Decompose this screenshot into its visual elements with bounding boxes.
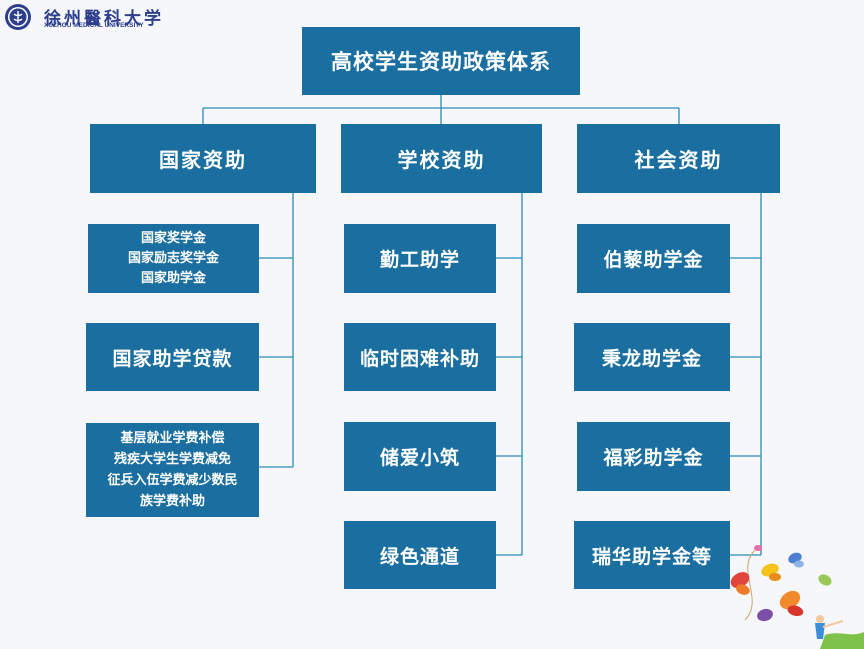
category-social: 社会资助 — [577, 124, 780, 193]
national-loan: 国家助学贷款 — [86, 323, 259, 391]
national-item-line: 残疾大学生学费减免 — [113, 452, 231, 467]
butterfly-decoration-icon — [730, 545, 864, 649]
national-item-line: 征兵入伍学费减少数民 — [107, 473, 238, 488]
university-emblem-icon — [5, 4, 31, 30]
national-item-line: 基层就业学费补偿 — [120, 431, 225, 446]
national-item-line: 国家助学金 — [140, 270, 206, 286]
school-item-temporary-aid: 临时困难补助 — [344, 323, 496, 391]
school-item-green-channel: 绿色通道 — [344, 521, 496, 589]
social-item-ruihua: 瑞华助学金等 — [574, 521, 730, 589]
social-item-binglong: 秉龙助学金 — [574, 323, 730, 391]
national-item-line: 国家奖学金 — [140, 230, 206, 246]
university-logo: 徐州醫科大学 XUZHOU MEDICAL UNIVERSITY — [4, 3, 184, 31]
school-item-work-study: 勤工助学 — [344, 224, 496, 293]
category-national: 国家资助 — [90, 124, 316, 193]
category-school: 学校资助 — [341, 124, 542, 193]
social-item-boli: 伯藜助学金 — [577, 224, 730, 293]
social-item-fucai: 福彩助学金 — [577, 422, 730, 491]
national-item-line: 族学费补助 — [139, 494, 205, 509]
national-item-line: 国家励志奖学金 — [127, 250, 219, 266]
national-fee-compensation: 基层就业学费补偿 残疾大学生学费减免 征兵入伍学费减少数民 族学费补助 — [86, 423, 259, 517]
school-item-chuai: 储爱小筑 — [344, 422, 496, 491]
national-scholarships: 国家奖学金 国家励志奖学金 国家助学金 — [88, 224, 259, 293]
logo-name-en: XUZHOU MEDICAL UNIVERSITY — [44, 22, 144, 29]
root-node: 高校学生资助政策体系 — [302, 27, 580, 95]
logo-name-cn: 徐州醫科大学 — [44, 9, 164, 29]
